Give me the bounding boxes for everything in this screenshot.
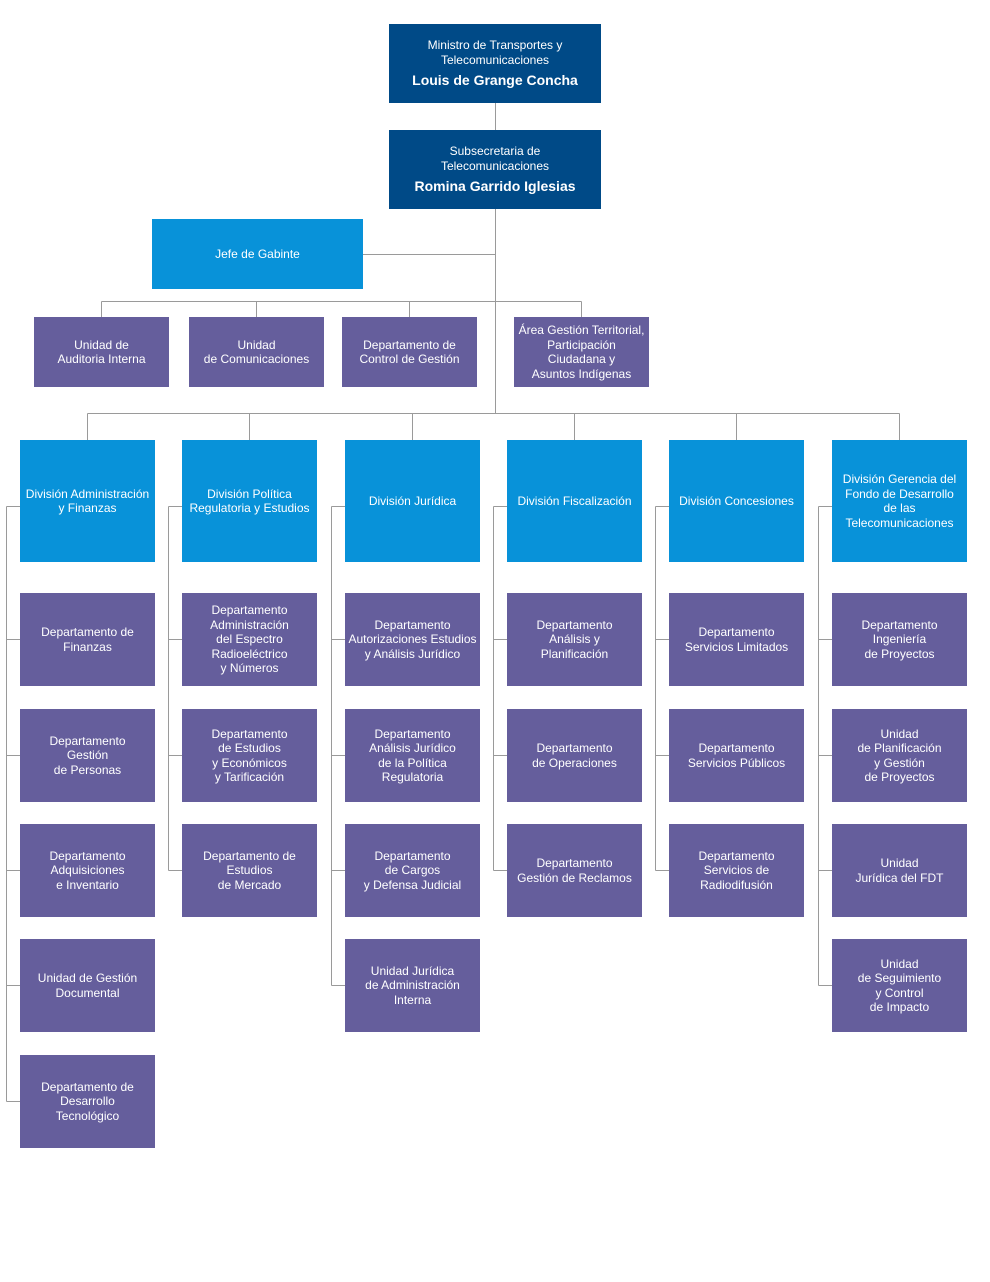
staff-unit-auditoria: Unidad de Auditoria Interna — [34, 317, 169, 387]
unit-label: Departamento Análisis Jurídico de la Pol… — [369, 726, 456, 785]
unit-label: Departamento Gestión de Reclamos — [517, 856, 632, 885]
unit-label: Departamento de Finanzas — [41, 625, 134, 654]
division-5-unit-2: Departamento Servicios Públicos — [669, 709, 804, 802]
division-box-3: División Jurídica — [345, 440, 480, 562]
ministro-name: Louis de Grange Concha — [412, 72, 578, 88]
unit-label: Unidad de Gestión Documental — [37, 971, 138, 1000]
division-3-unit-3: Departamento de Cargos y Defensa Judicia… — [345, 824, 480, 917]
jefe-gabinete-label: Jefe de Gabinte — [215, 246, 300, 261]
division-5-unit-3: Departamento Servicios de Radiodifusión — [669, 824, 804, 917]
unit-label: Departamento Servicios Limitados — [684, 625, 789, 654]
unit-label: Departamento Gestión de Personas — [49, 733, 126, 777]
unit-label: Departamento Servicios de Radiodifusión — [698, 848, 775, 892]
division-4-unit-1: Departamento Análisis y Planificación — [507, 593, 642, 686]
subsecretaria-box: Subsecretaria de Telecomunicaciones Romi… — [389, 130, 601, 209]
staff-unit-gestion-territorial: Área Gestión Territorial, Participación … — [514, 317, 649, 387]
division-4-unit-3: Departamento Gestión de Reclamos — [507, 824, 642, 917]
ministro-box: Ministro de Transportes y Telecomunicaci… — [389, 24, 601, 103]
division-2-unit-1: Departamento Administración del Espectro… — [182, 593, 317, 686]
unit-label: Unidad Jurídica de Administración Intern… — [365, 963, 460, 1007]
unit-label: Departamento Análisis y Planificación — [536, 617, 613, 661]
division-5-unit-1: Departamento Servicios Limitados — [669, 593, 804, 686]
staff-unit-control-gestion: Departamento de Control de Gestión — [342, 317, 477, 387]
division-1-unit-4: Unidad de Gestión Documental — [20, 939, 155, 1032]
unit-label: Unidad de Planificación y Gestión de Pro… — [857, 726, 942, 785]
division-box-2: División Política Regulatoria y Estudios — [182, 440, 317, 562]
division-6-unit-2: Unidad de Planificación y Gestión de Pro… — [832, 709, 967, 802]
division-2-unit-3: Departamento de Estudios de Mercado — [182, 824, 317, 917]
jefe-gabinete-box: Jefe de Gabinte — [152, 219, 363, 289]
division-3-unit-4: Unidad Jurídica de Administración Intern… — [345, 939, 480, 1032]
division-label: División Concesiones — [679, 493, 794, 508]
division-1-unit-3: Departamento Adquisiciones e Inventario — [20, 824, 155, 917]
division-2-unit-2: Departamento de Estudios y Económicos y … — [182, 709, 317, 802]
division-6-unit-3: Unidad Jurídica del FDT — [832, 824, 967, 917]
unit-label: Departamento Ingeniería de Proyectos — [861, 617, 938, 661]
division-box-6: División Gerencia del Fondo de Desarroll… — [832, 440, 967, 562]
division-box-1: División Administración y Finanzas — [20, 440, 155, 562]
unit-label: Unidad Jurídica del FDT — [855, 856, 944, 885]
division-1-unit-5: Departamento de Desarrollo Tecnológico — [20, 1055, 155, 1148]
subsecretaria-name: Romina Garrido Iglesias — [414, 178, 576, 194]
division-label: División Gerencia del Fondo de Desarroll… — [842, 472, 957, 530]
unit-label: Departamento de Desarrollo Tecnológico — [41, 1079, 134, 1123]
division-label: División Administración y Finanzas — [25, 486, 150, 516]
unit-label: Departamento de Estudios de Mercado — [203, 848, 296, 892]
division-box-5: División Concesiones — [669, 440, 804, 562]
unit-label: Departamento Autorizaciones Estudios y A… — [348, 617, 477, 661]
division-6-unit-1: Departamento Ingeniería de Proyectos — [832, 593, 967, 686]
division-4-unit-2: Departamento de Operaciones — [507, 709, 642, 802]
division-label: División Jurídica — [368, 493, 457, 508]
unit-label: Departamento de Estudios y Económicos y … — [211, 726, 288, 785]
unit-label: Departamento Administración del Espectro… — [210, 603, 289, 676]
division-3-unit-1: Departamento Autorizaciones Estudios y A… — [345, 593, 480, 686]
division-6-unit-4: Unidad de Seguimiento y Control de Impac… — [832, 939, 967, 1032]
unit-label: Unidad de Seguimiento y Control de Impac… — [857, 956, 942, 1015]
division-3-unit-2: Departamento Análisis Jurídico de la Pol… — [345, 709, 480, 802]
subsecretaria-title: Subsecretaria de Telecomunicaciones — [440, 144, 550, 173]
unit-label: Departamento Servicios Públicos — [687, 741, 786, 770]
unit-label: Departamento de Operaciones — [532, 741, 617, 770]
unit-label: Departamento Adquisiciones e Inventario — [49, 848, 126, 892]
division-1-unit-1: Departamento de Finanzas — [20, 593, 155, 686]
division-label: División Fiscalización — [517, 493, 632, 508]
unit-label: Departamento de Cargos y Defensa Judicia… — [363, 848, 462, 892]
ministro-title: Ministro de Transportes y Telecomunicaci… — [427, 38, 563, 67]
division-1-unit-2: Departamento Gestión de Personas — [20, 709, 155, 802]
staff-unit-comunicaciones: Unidad de Comunicaciones — [189, 317, 324, 387]
division-label: División Política Regulatoria y Estudios — [189, 486, 310, 516]
division-box-4: División Fiscalización — [507, 440, 642, 562]
